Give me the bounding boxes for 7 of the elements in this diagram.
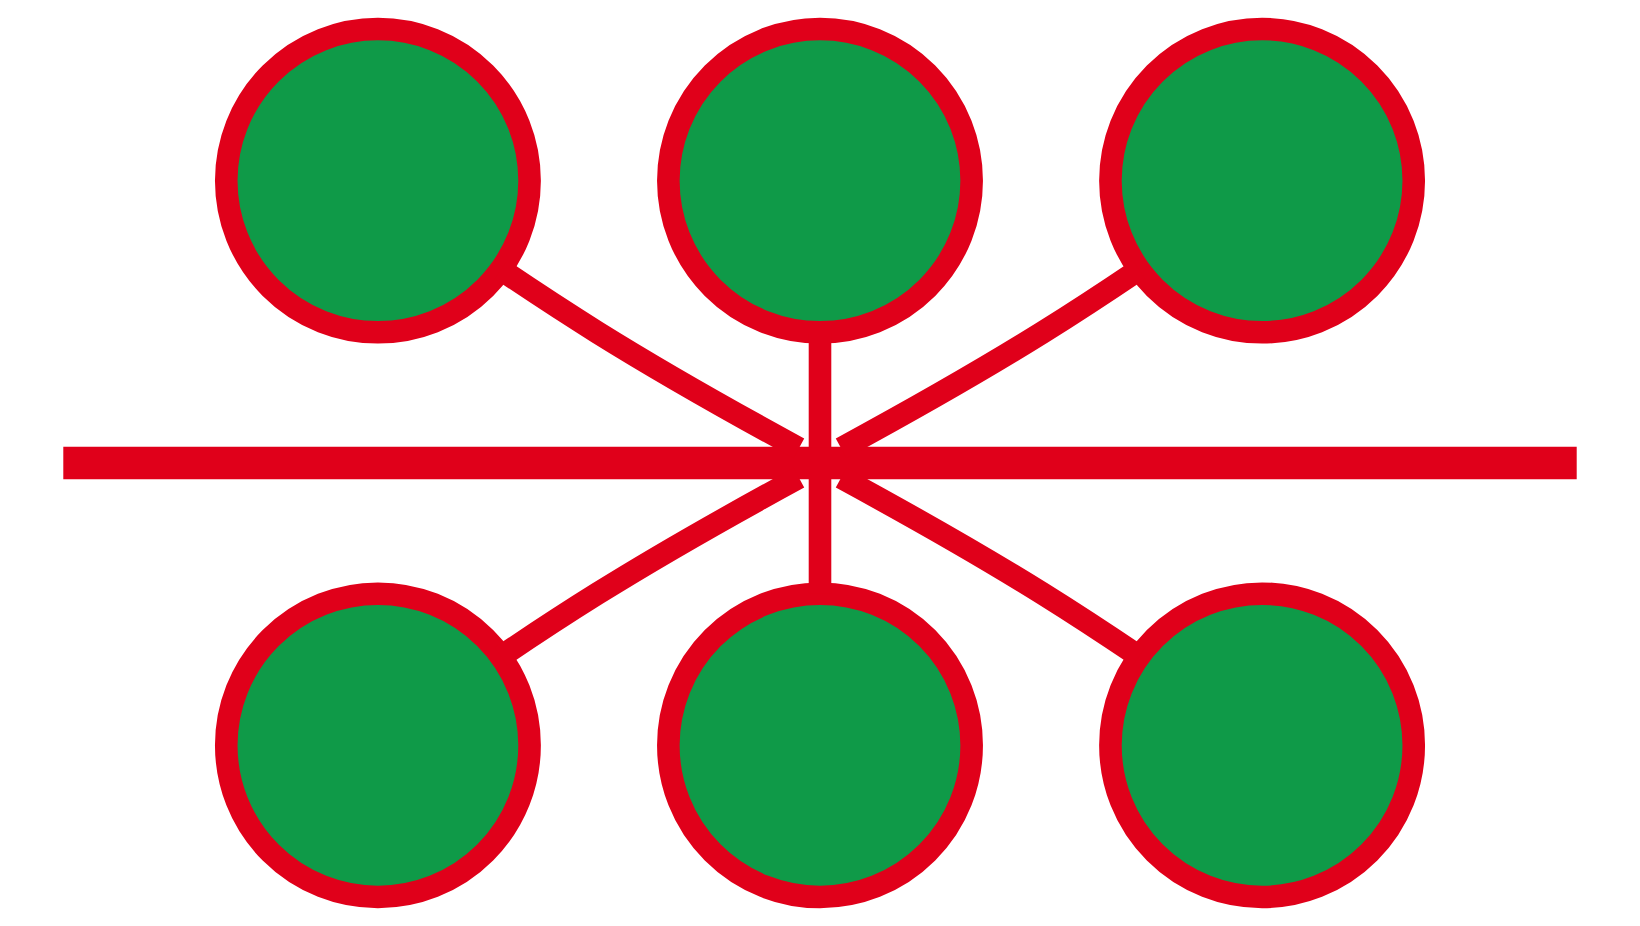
node-circle (1099, 582, 1426, 909)
node-circle (657, 582, 983, 909)
node-bar (63, 446, 1577, 480)
node-circle (214, 582, 541, 909)
node-circle (1099, 17, 1426, 344)
node-circle (657, 17, 983, 344)
node-circle (214, 17, 541, 344)
